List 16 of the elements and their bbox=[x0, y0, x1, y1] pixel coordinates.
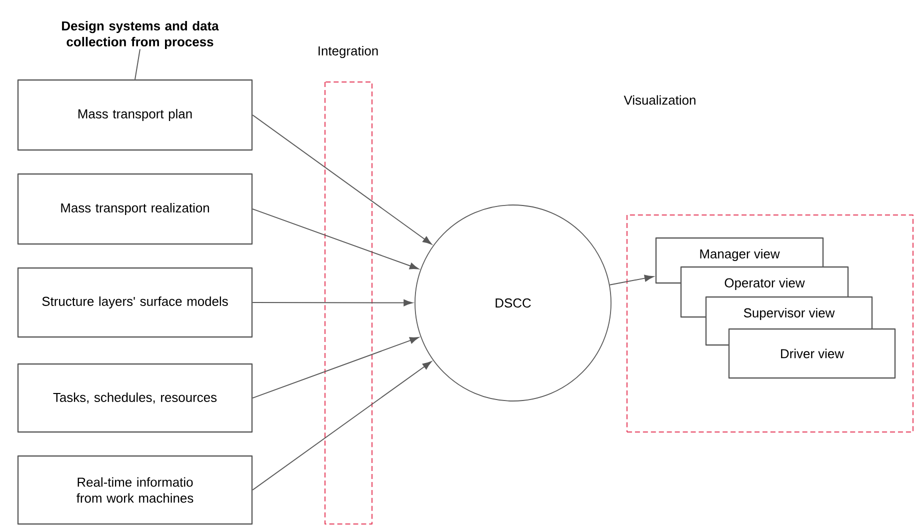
process-box: Structure layers' surface models bbox=[17, 267, 253, 338]
process-box: Tasks, schedules, resources bbox=[17, 363, 253, 433]
process-box: Mass transport plan bbox=[17, 79, 253, 151]
section-label: Integration bbox=[318, 46, 378, 58]
process-box: Real-time informatio from work machines bbox=[17, 455, 253, 525]
arrow bbox=[252, 299, 413, 306]
heading-text: Design systems and data collection from process bbox=[62, 20, 219, 49]
section-label: Visualization bbox=[624, 95, 696, 105]
arrow bbox=[252, 337, 419, 398]
arrow bbox=[252, 114, 432, 245]
dashed-region bbox=[626, 214, 914, 432]
arrow bbox=[252, 208, 419, 270]
view-box: Driver view bbox=[728, 328, 896, 379]
arrow bbox=[609, 274, 654, 286]
process-box: Mass transport realization bbox=[17, 173, 253, 245]
arrow bbox=[252, 361, 432, 490]
